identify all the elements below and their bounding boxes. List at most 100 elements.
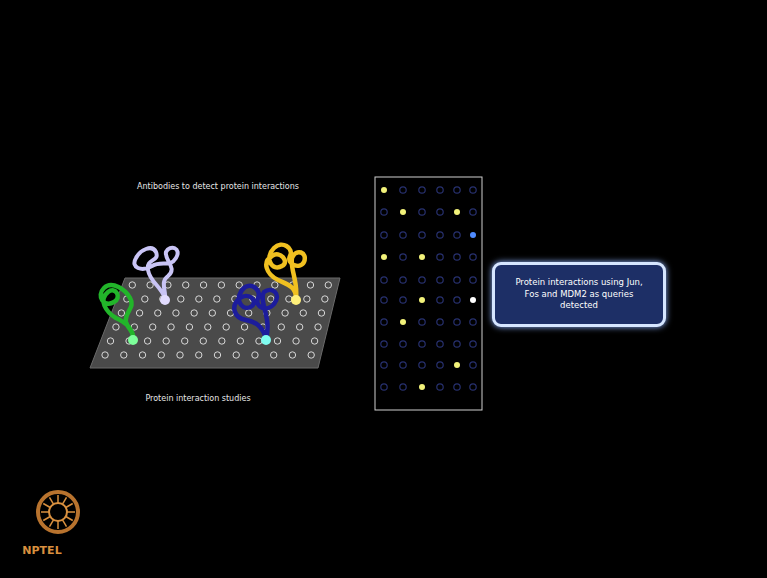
array-spots bbox=[381, 187, 476, 390]
array-spot bbox=[470, 232, 476, 238]
spot bbox=[107, 338, 113, 344]
array-spot bbox=[437, 209, 443, 215]
spot bbox=[196, 352, 202, 358]
array-spot bbox=[400, 319, 406, 325]
array-spot bbox=[400, 341, 406, 347]
signal-spot bbox=[291, 295, 301, 305]
array-spot bbox=[470, 297, 476, 303]
array-spot bbox=[381, 362, 387, 368]
spot bbox=[315, 324, 321, 330]
array-spot bbox=[419, 384, 425, 390]
array-spot bbox=[437, 232, 443, 238]
spot bbox=[304, 296, 310, 302]
array-spot bbox=[454, 209, 460, 215]
array-spot bbox=[419, 187, 425, 193]
spot bbox=[178, 296, 184, 302]
spot bbox=[268, 296, 274, 302]
array-spot bbox=[400, 384, 406, 390]
array-spot bbox=[437, 187, 443, 193]
array-spot bbox=[381, 341, 387, 347]
spot bbox=[129, 282, 135, 288]
signal-spot bbox=[160, 295, 170, 305]
array-spot bbox=[454, 187, 460, 193]
array-spot bbox=[470, 341, 476, 347]
array-spot bbox=[381, 187, 387, 193]
array-spot bbox=[454, 297, 460, 303]
array-spot bbox=[437, 254, 443, 260]
spot bbox=[200, 338, 206, 344]
spot bbox=[278, 324, 284, 330]
spot bbox=[296, 324, 302, 330]
spot bbox=[282, 310, 288, 316]
callout-text: Protein interactions using Jun, Fos and … bbox=[507, 277, 651, 311]
array-spot bbox=[381, 297, 387, 303]
array-spot bbox=[419, 362, 425, 368]
array-spot bbox=[454, 277, 460, 283]
heading-label: Antibodies to detect protein interaction… bbox=[137, 182, 299, 191]
spot bbox=[177, 352, 183, 358]
array-spot bbox=[381, 319, 387, 325]
spot bbox=[144, 338, 150, 344]
spot bbox=[223, 324, 229, 330]
spot bbox=[322, 296, 328, 302]
array-panel bbox=[375, 177, 482, 410]
array-spot bbox=[400, 362, 406, 368]
array-spot bbox=[400, 232, 406, 238]
protein bbox=[266, 245, 304, 298]
signal-spot bbox=[261, 335, 271, 345]
spot bbox=[214, 352, 220, 358]
spot bbox=[113, 324, 119, 330]
callout-box: Protein interactions using Jun, Fos and … bbox=[492, 262, 666, 327]
spot bbox=[318, 310, 324, 316]
array-spot bbox=[400, 277, 406, 283]
spot bbox=[155, 310, 161, 316]
spot bbox=[142, 296, 148, 302]
spot bbox=[325, 282, 331, 288]
array-spot bbox=[470, 362, 476, 368]
array-spot bbox=[419, 209, 425, 215]
spot bbox=[286, 296, 292, 302]
spot bbox=[182, 338, 188, 344]
signal-spot bbox=[128, 335, 138, 345]
array-spot bbox=[400, 254, 406, 260]
array-spot bbox=[419, 341, 425, 347]
spot bbox=[200, 282, 206, 288]
spot bbox=[173, 310, 179, 316]
spot bbox=[289, 352, 295, 358]
spot bbox=[209, 310, 215, 316]
protein bbox=[234, 286, 277, 338]
spot bbox=[233, 352, 239, 358]
array-spot bbox=[381, 277, 387, 283]
array-spot bbox=[419, 232, 425, 238]
spot bbox=[252, 352, 258, 358]
spot bbox=[163, 338, 169, 344]
spot bbox=[136, 310, 142, 316]
array-spot bbox=[419, 277, 425, 283]
array-spot bbox=[437, 277, 443, 283]
spot bbox=[102, 352, 108, 358]
array-spot bbox=[419, 319, 425, 325]
spot bbox=[214, 296, 220, 302]
spot bbox=[274, 338, 280, 344]
array-spot bbox=[437, 297, 443, 303]
spot bbox=[311, 338, 317, 344]
array-spot bbox=[400, 209, 406, 215]
spot bbox=[118, 310, 124, 316]
logo-emblem bbox=[38, 492, 78, 532]
array-spot bbox=[381, 254, 387, 260]
array-spot bbox=[470, 187, 476, 193]
logo-text: NPTEL bbox=[22, 544, 61, 557]
spot bbox=[186, 324, 192, 330]
array-spot bbox=[470, 254, 476, 260]
array-spot bbox=[419, 254, 425, 260]
spot bbox=[241, 324, 247, 330]
array-spot bbox=[381, 232, 387, 238]
array-spot bbox=[437, 319, 443, 325]
array-spot bbox=[454, 232, 460, 238]
array-spot bbox=[470, 277, 476, 283]
spot bbox=[271, 352, 277, 358]
array-spot bbox=[470, 209, 476, 215]
array-spot bbox=[437, 384, 443, 390]
spot bbox=[308, 352, 314, 358]
slide bbox=[90, 278, 340, 368]
